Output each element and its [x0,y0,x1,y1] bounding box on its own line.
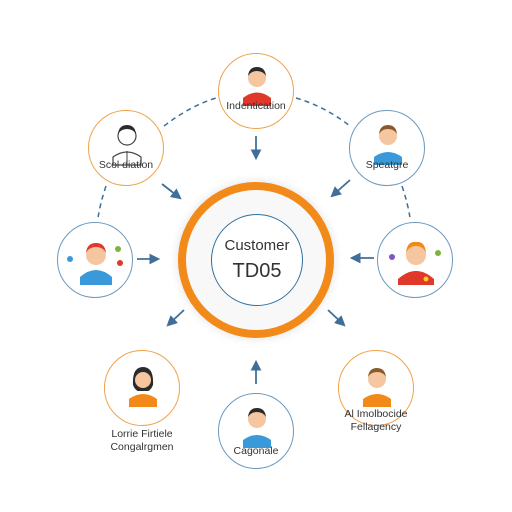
node-lower-left-label: Lorrie Firtiele Congalrgmen [96,428,188,454]
hub-center: Customer TD05 [211,214,303,306]
node-lower-right-label-line1: Al Imolbocide [344,408,408,420]
node-mid-right [377,222,453,298]
node-upper-left-label: Scol diation [98,159,154,171]
arrow-upper-left [161,183,182,200]
hub-title: Customer [224,237,290,254]
node-upper-right-label: Speatgre [365,159,409,171]
node-lower-right-label-line2: Fellagency [350,421,402,433]
arrow-upper-right [330,179,351,198]
hub-code: TD05 [232,260,282,282]
dashed-ring-left [97,185,107,219]
node-upper-left [88,110,164,186]
person-icon [243,408,271,448]
dashed-ring-right [401,185,411,219]
dashed-ring-top-right [295,97,351,127]
node-bottom-label: Cagonale [233,445,279,457]
node-lower-left-label-line2: Congalrgmen [110,441,174,453]
node-top [218,53,294,129]
person-icon [243,67,271,106]
node-top-label: Indentication [226,100,286,112]
node-lower-left-label-line1: Lorrie Firtiele [111,428,173,440]
dashed-ring-top-left [163,97,217,127]
person-icon [374,125,402,165]
person-icon [389,241,441,285]
person-icon [67,243,123,285]
person-icon [363,368,391,407]
node-lower-right-label: Al Imolbocide Fellagency [326,408,426,434]
node-lower-right [338,350,414,426]
node-upper-right [349,110,425,186]
arrow-lower-left [166,309,185,327]
node-bottom [218,393,294,469]
node-mid-left [57,222,133,298]
arrow-lower-right [327,309,346,327]
person-icon [112,125,142,166]
person-icon [129,367,157,407]
node-lower-left [104,350,180,426]
